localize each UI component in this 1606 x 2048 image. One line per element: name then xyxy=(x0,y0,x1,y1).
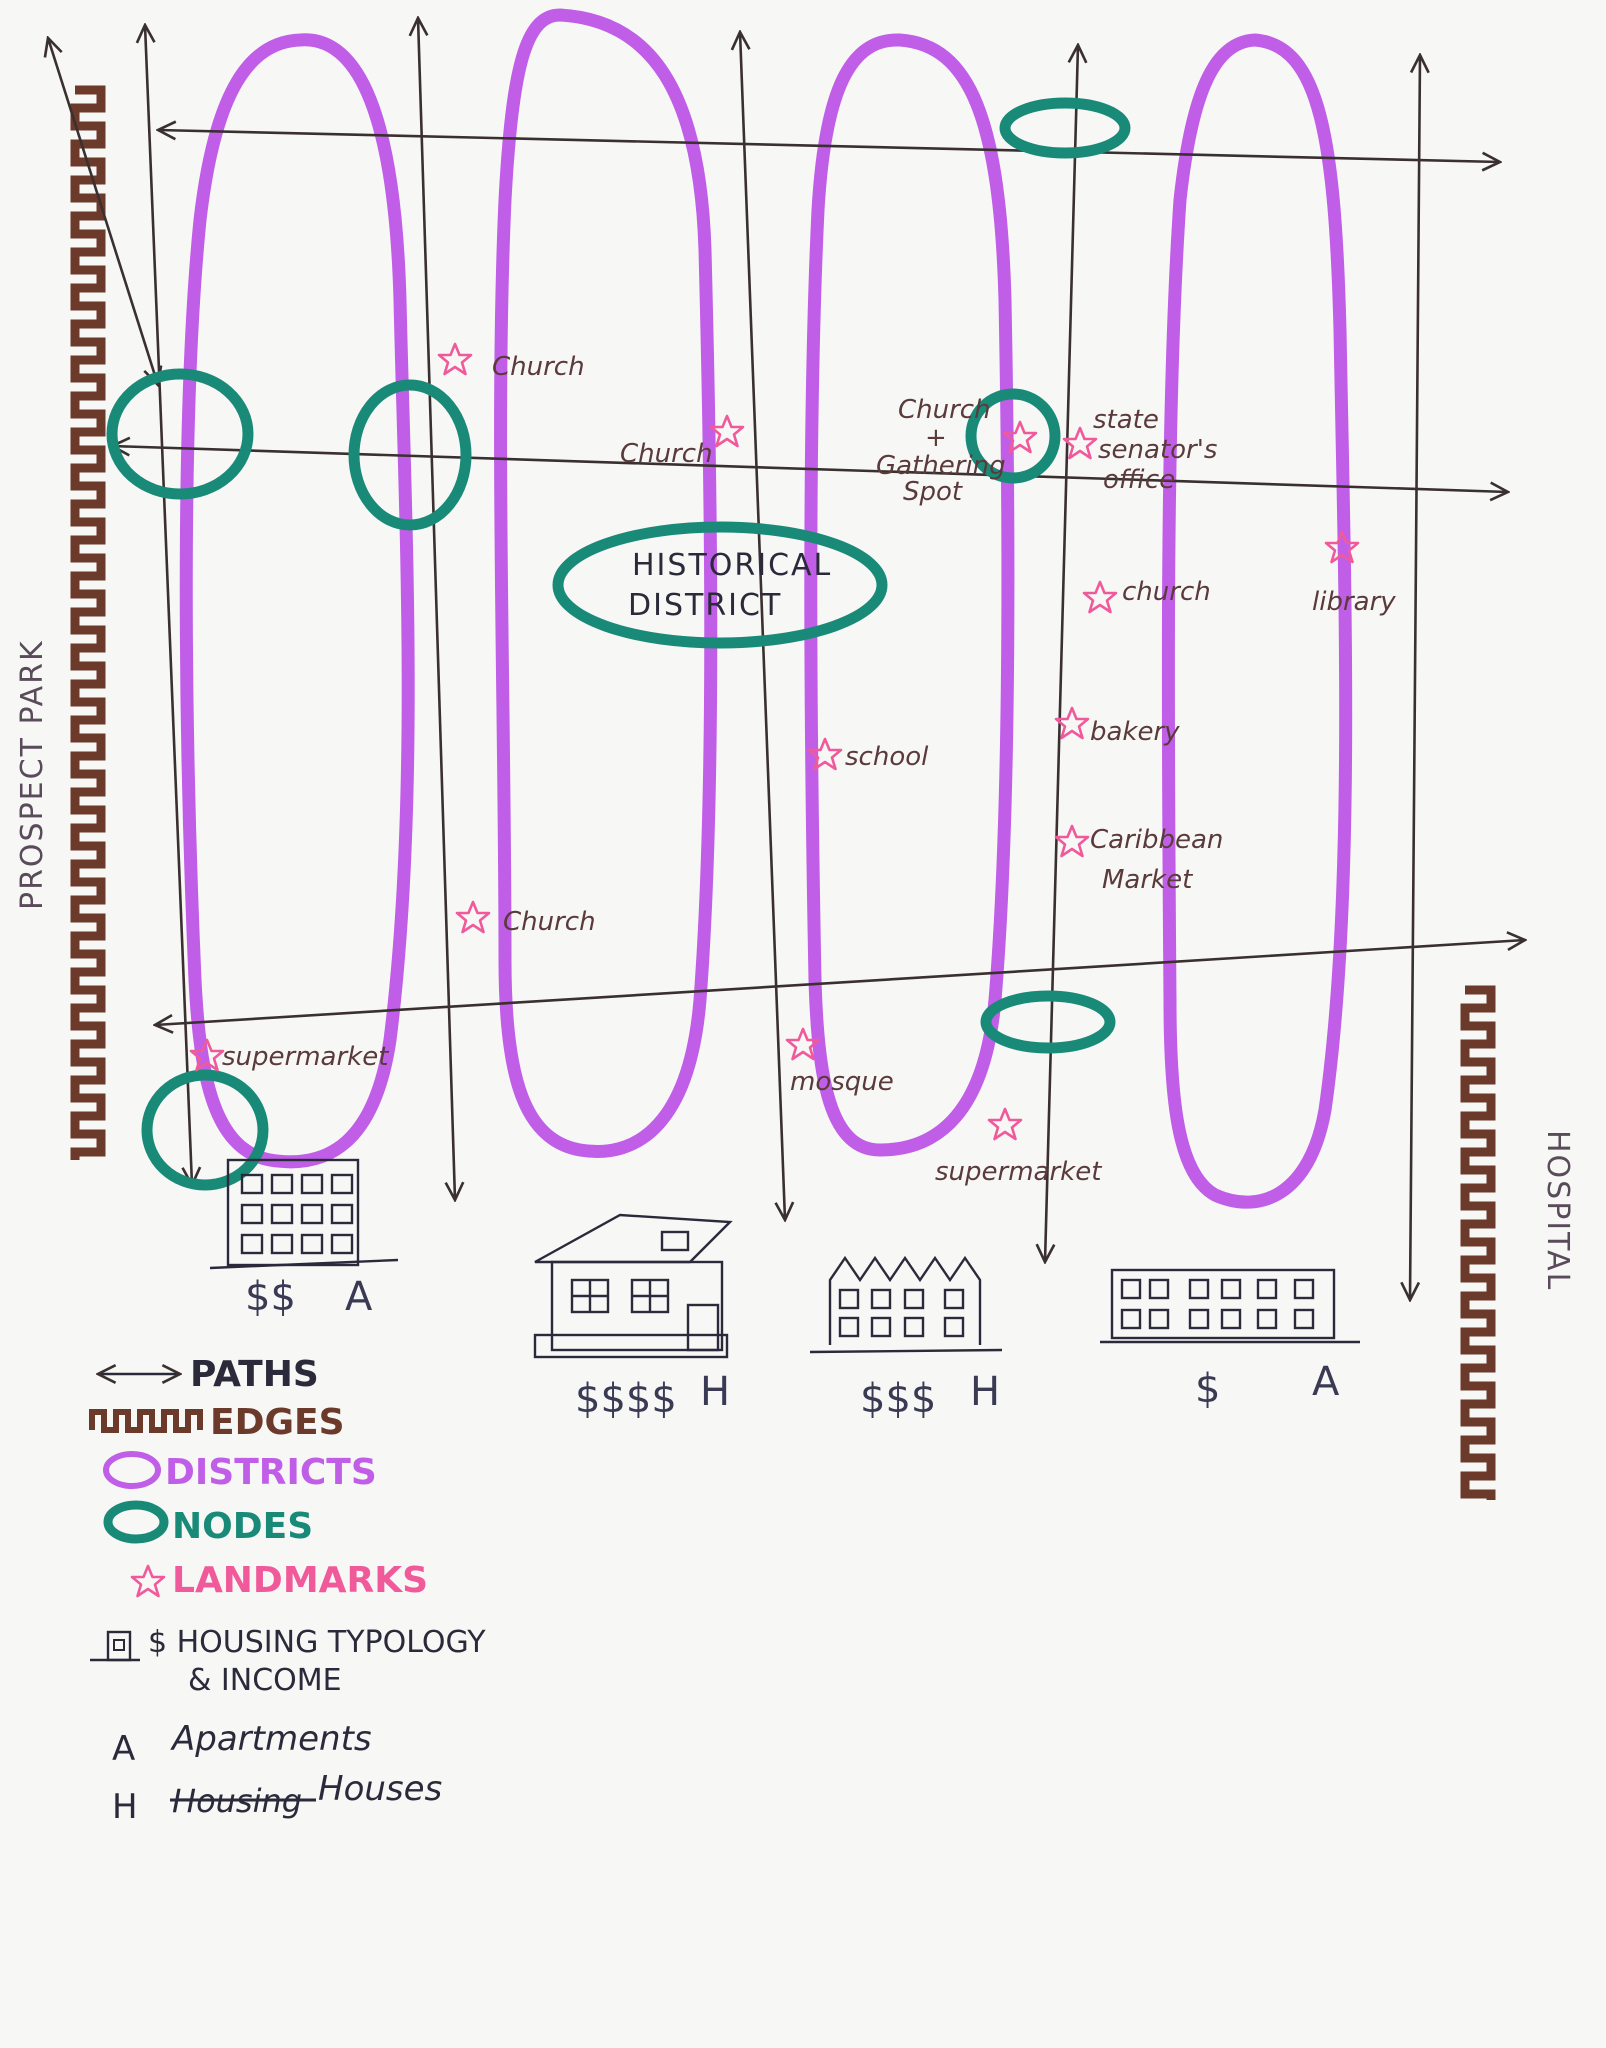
legend-paths: PATHS xyxy=(98,1354,319,1395)
path-v5 xyxy=(1410,55,1420,1300)
svg-text:mosque: mosque xyxy=(790,1067,894,1097)
legend-key-apartments: A Apartments xyxy=(112,1719,372,1769)
svg-text:school: school xyxy=(845,742,929,772)
landmark-church-gathering: Church + Gathering Spot xyxy=(876,395,1038,507)
svg-text:office: office xyxy=(1103,465,1175,495)
svg-text:Houses: Houses xyxy=(318,1769,442,1809)
svg-text:Church: Church xyxy=(898,395,991,425)
node-3 xyxy=(999,97,1131,159)
housing-apartments-right xyxy=(1100,1268,1360,1344)
housing-3-type: H xyxy=(970,1369,1000,1415)
housing-4-income: $ xyxy=(1195,1366,1220,1412)
svg-text:state: state xyxy=(1093,405,1159,435)
legend: PATHS EDGES DISTRICTS NODES LANDMARKS $ … xyxy=(89,1354,486,1827)
landmark-bakery: bakery xyxy=(1054,706,1180,747)
svg-text:EDGES: EDGES xyxy=(210,1402,345,1443)
svg-text:senator's: senator's xyxy=(1098,435,1217,465)
landmark-caribbean-market: Caribbean Market xyxy=(1054,824,1223,895)
historical-district-line2: DISTRICT xyxy=(628,588,782,623)
landmark-church-4: Church xyxy=(455,900,596,937)
housing-house-large xyxy=(533,1213,733,1359)
path-v4 xyxy=(1045,45,1078,1262)
housing-4-type: A xyxy=(1312,1359,1340,1405)
edge-right xyxy=(1460,985,1496,1500)
housing-1-income: $$ xyxy=(245,1274,296,1320)
node-6 xyxy=(141,1069,269,1191)
svg-text:Spot: Spot xyxy=(903,477,963,507)
svg-text:PATHS: PATHS xyxy=(190,1354,319,1395)
landmark-school: school xyxy=(807,737,929,772)
svg-text:Church: Church xyxy=(620,439,713,469)
svg-text:& INCOME: & INCOME xyxy=(188,1663,342,1698)
svg-text:$ HOUSING TYPOLOGY: $ HOUSING TYPOLOGY xyxy=(148,1625,486,1660)
housing-2-type: H xyxy=(700,1369,730,1415)
landmark-supermarket-2: supermarket xyxy=(935,1107,1102,1187)
svg-text:A: A xyxy=(112,1729,135,1769)
svg-text:bakery: bakery xyxy=(1090,717,1180,747)
path-h2 xyxy=(112,446,1508,492)
legend-key-houses: H Housing Houses xyxy=(112,1769,442,1827)
svg-text:library: library xyxy=(1312,587,1396,617)
landmark-senator-office: state senator's office xyxy=(1062,405,1217,495)
historical-district-line1: HISTORICAL xyxy=(632,548,832,583)
node-4 xyxy=(965,388,1061,484)
svg-text:supermarket: supermarket xyxy=(935,1157,1102,1187)
housing-3-income: $$$ xyxy=(860,1376,936,1422)
edge-left xyxy=(70,85,106,1160)
landmarks: Church Church Church + Gathering Spot st… xyxy=(189,342,1396,1187)
housing-rowhouses xyxy=(809,1255,1003,1354)
landmark-church-2: Church xyxy=(620,414,745,469)
district-4 xyxy=(1161,33,1353,1209)
svg-text:+: + xyxy=(925,423,947,453)
svg-text:NODES: NODES xyxy=(172,1506,313,1547)
svg-text:H: H xyxy=(112,1787,138,1827)
legend-landmarks: LANDMARKS xyxy=(130,1560,428,1601)
district-2 xyxy=(494,8,718,1158)
legend-nodes: NODES xyxy=(103,1500,313,1547)
path-diagonal xyxy=(48,38,158,385)
node-1 xyxy=(106,368,254,500)
nodes xyxy=(106,97,1131,1191)
path-h3 xyxy=(155,940,1525,1025)
landmark-church-3: church xyxy=(1082,577,1211,614)
legend-edges: EDGES xyxy=(89,1402,345,1443)
landmark-library: library xyxy=(1312,530,1396,617)
paths xyxy=(48,18,1525,1300)
district-3 xyxy=(804,33,1015,1157)
housing-apartments-left xyxy=(209,1158,399,1270)
svg-text:supermarket: supermarket xyxy=(222,1042,389,1072)
legend-housing: $ HOUSING TYPOLOGY & INCOME xyxy=(90,1625,486,1698)
landmark-mosque: mosque xyxy=(785,1027,894,1097)
svg-text:LANDMARKS: LANDMARKS xyxy=(172,1560,428,1601)
path-h1 xyxy=(158,130,1500,162)
landmark-church-1: Church xyxy=(437,342,585,382)
housing-2-income: $$$$ xyxy=(575,1376,677,1422)
housing-labels: $$ A $$$$ H $$$ H $ A xyxy=(245,1274,1340,1422)
svg-text:Church: Church xyxy=(503,907,596,937)
node-5 xyxy=(980,990,1116,1054)
svg-text:Caribbean: Caribbean xyxy=(1090,825,1223,855)
svg-text:Apartments: Apartments xyxy=(170,1719,372,1759)
svg-text:church: church xyxy=(1122,577,1211,607)
svg-text:DISTRICTS: DISTRICTS xyxy=(165,1452,377,1493)
district-1 xyxy=(179,33,415,1169)
svg-text:Market: Market xyxy=(1102,865,1193,895)
svg-text:Gathering: Gathering xyxy=(876,451,1006,481)
path-v3 xyxy=(740,32,785,1220)
svg-text:Church: Church xyxy=(492,352,585,382)
node-2 xyxy=(348,379,472,531)
path-v2 xyxy=(418,18,455,1200)
edge-left-label: PROSPECT PARK xyxy=(15,639,50,910)
edge-right-label: HOSPITAL xyxy=(1540,1130,1575,1291)
landmark-supermarket-1: supermarket xyxy=(189,1038,389,1072)
housing-1-type: A xyxy=(345,1274,373,1320)
node-historical-district xyxy=(552,521,888,649)
legend-districts: DISTRICTS xyxy=(103,1451,377,1493)
